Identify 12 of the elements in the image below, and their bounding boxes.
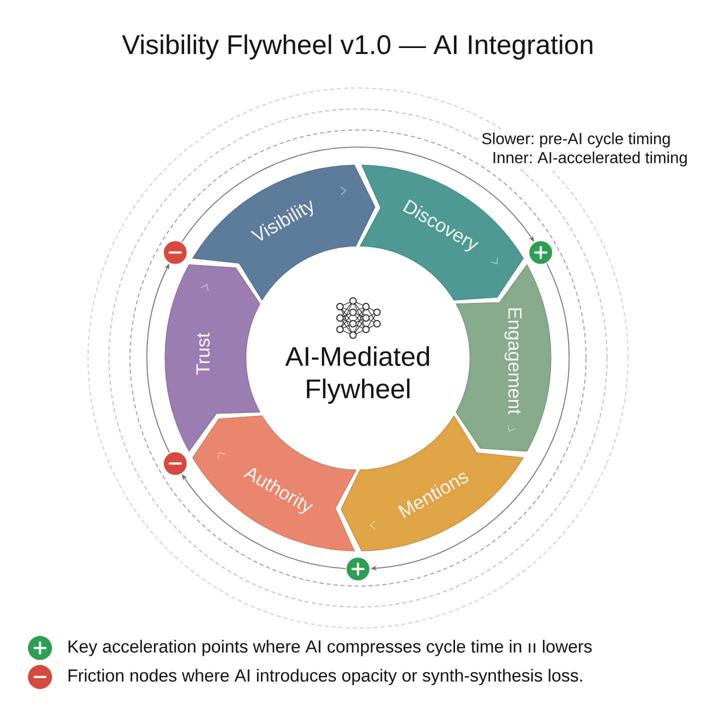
note-text: Slower: pre-AI cycle timing bbox=[479, 130, 673, 150]
center-label: AI-Mediated Flywheel bbox=[285, 346, 430, 404]
chevron-segment: Trust bbox=[164, 264, 260, 452]
title: Visibility Flywheel v1.0 — AI Integration bbox=[122, 34, 592, 60]
legend-text: Key acceleration points where AI compresses cycle time in ıı lowers bbox=[68, 640, 592, 656]
plus-icon bbox=[345, 556, 371, 582]
plus-icon bbox=[528, 240, 554, 266]
minus-icon bbox=[162, 240, 188, 266]
minus-icon bbox=[162, 450, 188, 476]
legend-text: Friction nodes where AI introduces opacity or synth-synthesis loss. bbox=[68, 668, 582, 686]
chevron-segment: Engagement bbox=[456, 264, 552, 452]
note-text: Inner: AI-accelerated timing bbox=[490, 150, 690, 168]
